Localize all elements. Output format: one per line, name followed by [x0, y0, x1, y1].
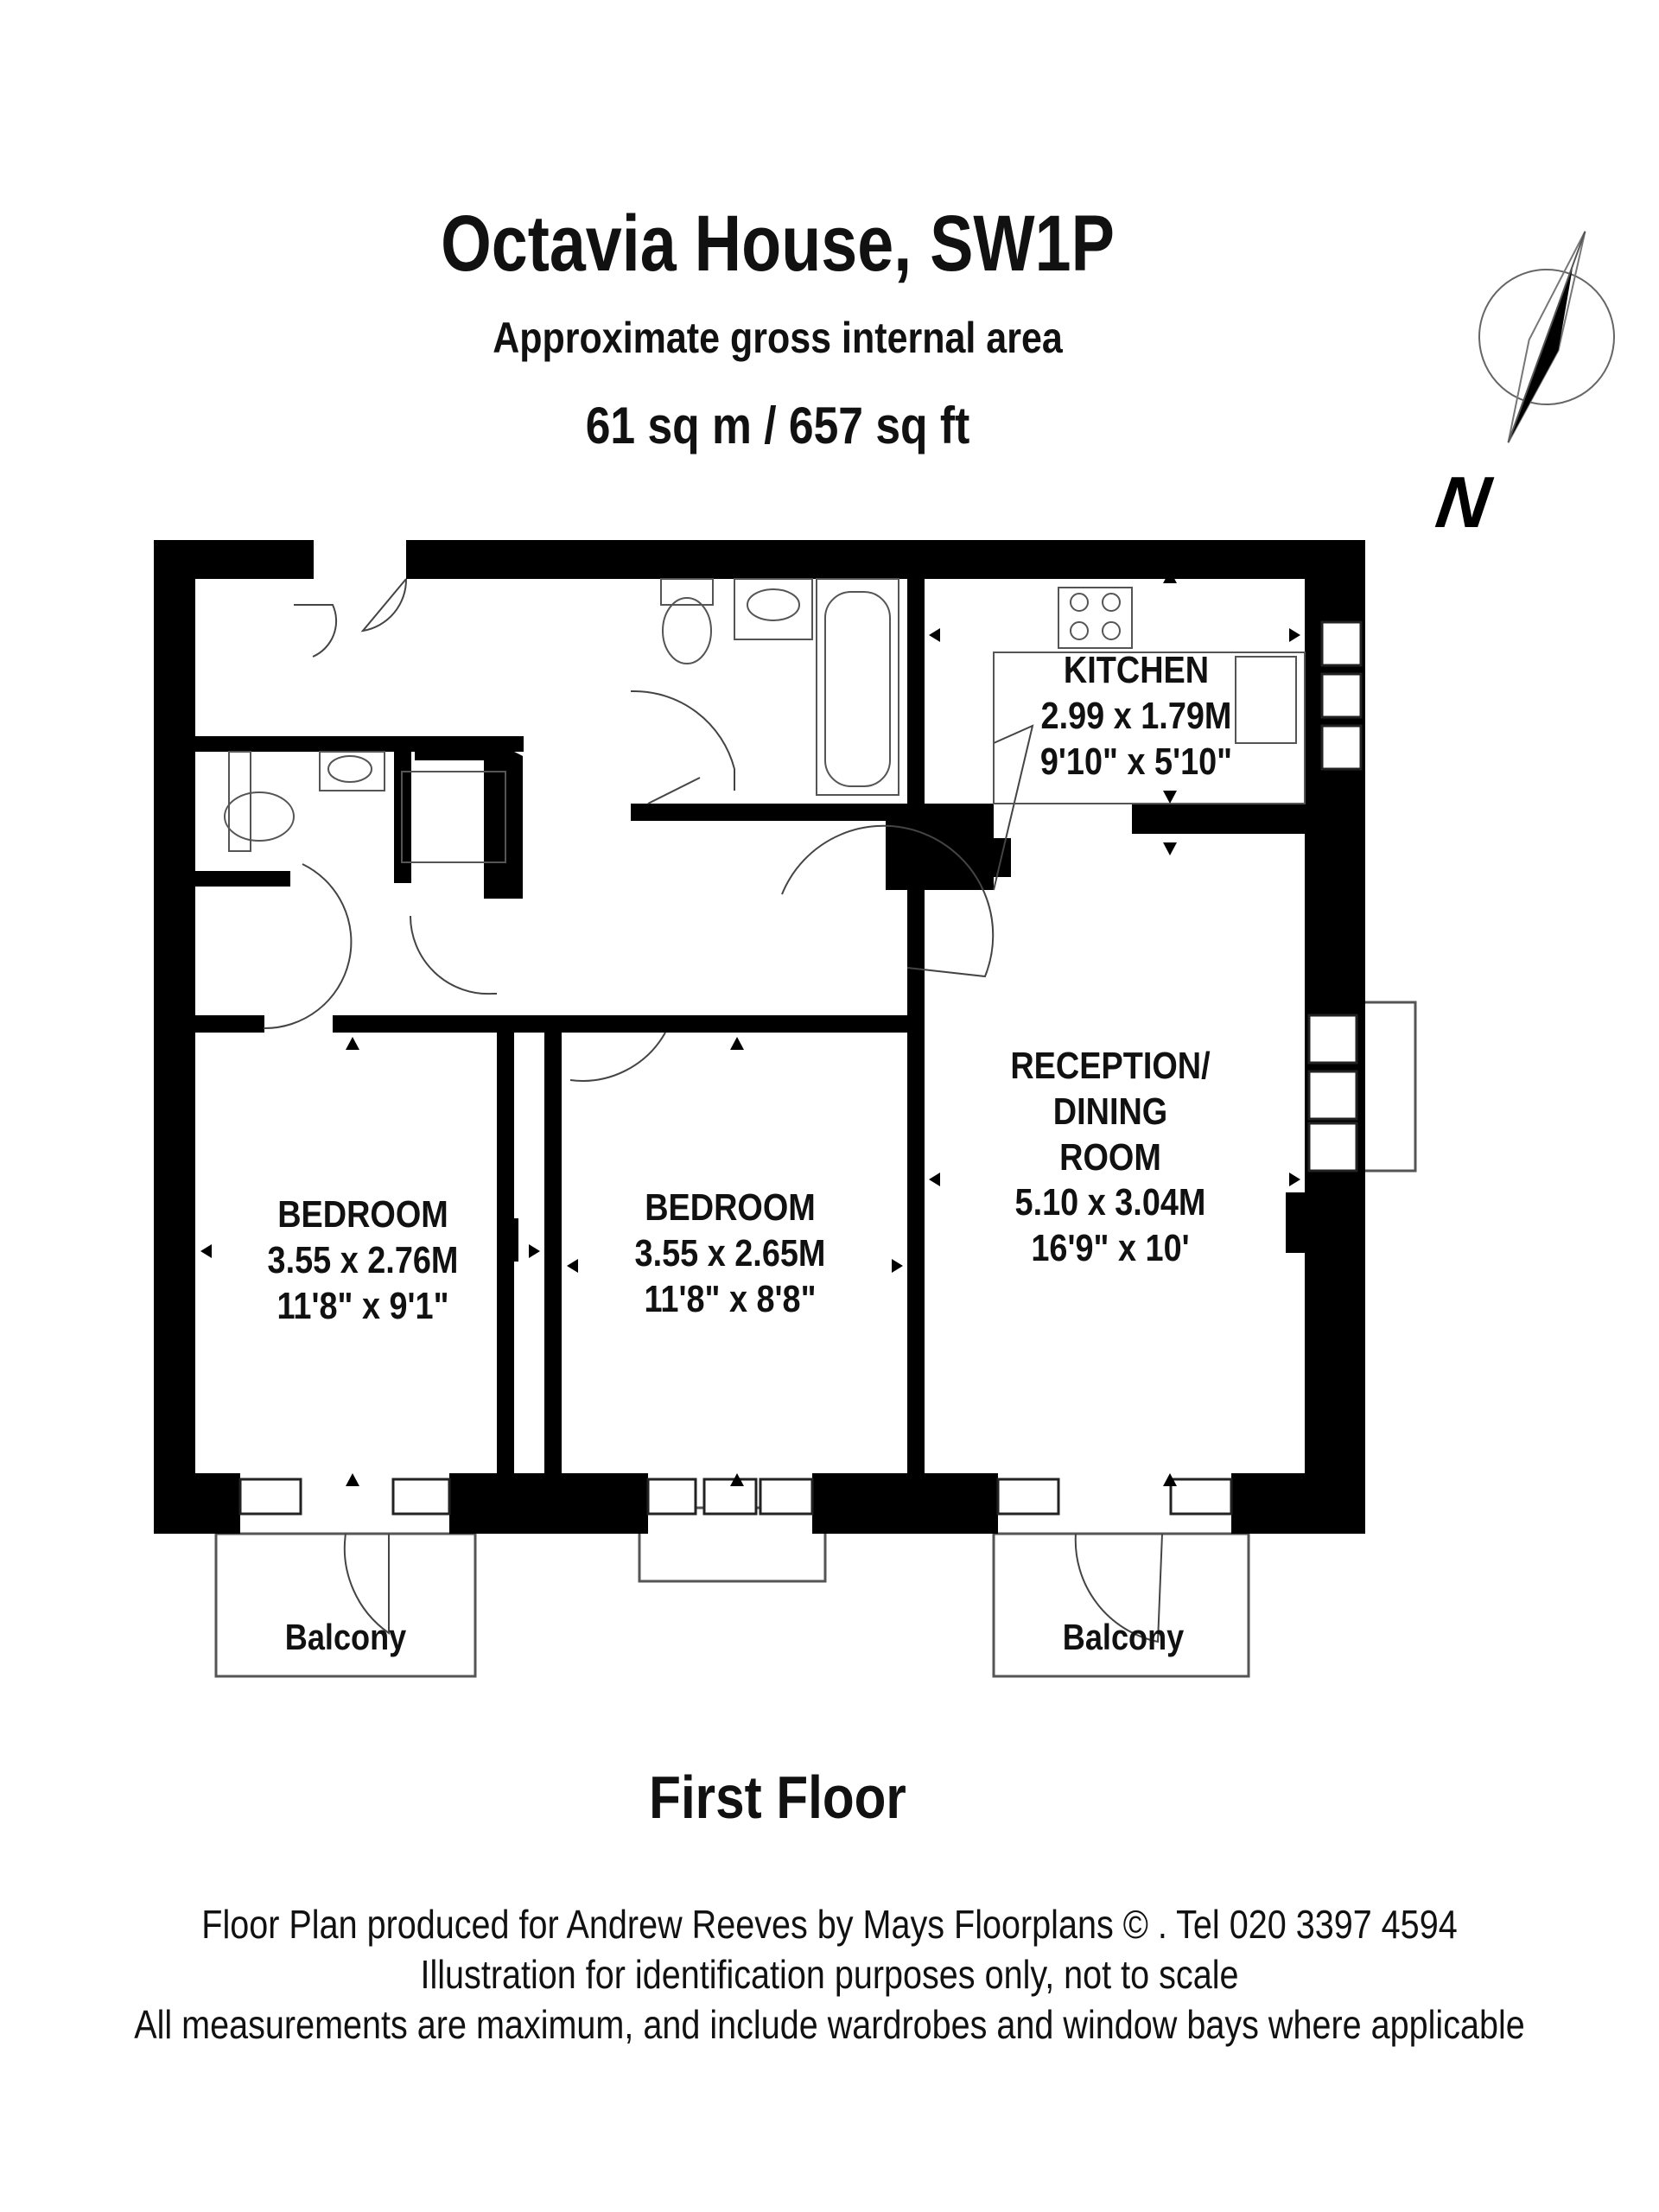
- compass-north-letter: N: [1432, 461, 1497, 543]
- reception-bay-outline: [1362, 1001, 1417, 1173]
- floor-label: First Floor: [649, 1764, 906, 1831]
- bedroom-middle-name: BEDROOM: [645, 1186, 816, 1229]
- reception-name-1: RECEPTION/: [1010, 1045, 1211, 1087]
- basin-icon-2: [319, 751, 385, 791]
- room-label-balcony-right: Balcony: [1049, 1616, 1198, 1659]
- sink-icon: [1235, 656, 1297, 744]
- basin-icon: [734, 578, 813, 640]
- balcony-left-name: Balcony: [284, 1617, 407, 1657]
- bay-window-outline: [638, 1506, 827, 1583]
- toilet-icon-2: [224, 791, 295, 842]
- room-label-kitchen: KITCHEN 2.99 x 1.79M 9'10" x 5'10": [1025, 648, 1248, 785]
- balcony-right-name: Balcony: [1062, 1617, 1185, 1657]
- kitchen-imperial: 9'10" x 5'10": [1039, 740, 1233, 783]
- bedroom-left-name: BEDROOM: [277, 1193, 448, 1236]
- reception-metric: 5.10 x 3.04M: [1014, 1181, 1206, 1224]
- footer-measurements-note: All measurements are maximum, and includ…: [134, 2002, 1525, 2047]
- kitchen-worktop: [993, 652, 1306, 804]
- bath-icon: [816, 578, 899, 796]
- room-label-bedroom-middle: BEDROOM 3.55 x 2.65M 11'8" x 8'8": [619, 1185, 842, 1322]
- balcony-right-outline: [992, 1532, 1250, 1678]
- footer-disclaimer: Illustration for identification purposes…: [420, 1952, 1239, 1997]
- plan-title: Octavia House, SW1P: [441, 200, 1115, 288]
- bedroom-middle-imperial: 11'8" x 8'8": [644, 1277, 817, 1320]
- shower-tray-icon: [401, 771, 506, 863]
- bedroom-middle-metric: 3.55 x 2.65M: [634, 1231, 826, 1274]
- footer-credit: Floor Plan produced for Andrew Reeves by…: [201, 1902, 1458, 1947]
- toilet-icon: [662, 597, 712, 664]
- room-label-bedroom-left: BEDROOM 3.55 x 2.76M 11'8" x 9'1": [251, 1192, 474, 1329]
- room-label-balcony-left: Balcony: [271, 1616, 420, 1659]
- compass-icon: [1478, 231, 1615, 443]
- bedroom-left-imperial: 11'8" x 9'1": [276, 1284, 449, 1327]
- wc-cistern: [660, 578, 714, 606]
- reception-imperial: 16'9" x 10': [1031, 1227, 1190, 1270]
- kitchen-name: KITCHEN: [1063, 649, 1210, 691]
- reception-name-2: DINING: [1052, 1090, 1168, 1133]
- area-caption: Approximate gross internal area: [493, 314, 1063, 362]
- area-value: 61 sq m / 657 sq ft: [585, 397, 970, 454]
- reception-name-3: ROOM: [1059, 1135, 1161, 1179]
- door-swing: [294, 604, 337, 658]
- bedroom-left-metric: 3.55 x 2.76M: [267, 1238, 459, 1281]
- room-label-reception: RECEPTION/ DINING ROOM 5.10 x 3.04M 16'9…: [999, 1044, 1222, 1272]
- kitchen-metric: 2.99 x 1.79M: [1040, 694, 1232, 737]
- wc-cistern-2: [228, 751, 251, 852]
- hob-icon: [1058, 587, 1133, 649]
